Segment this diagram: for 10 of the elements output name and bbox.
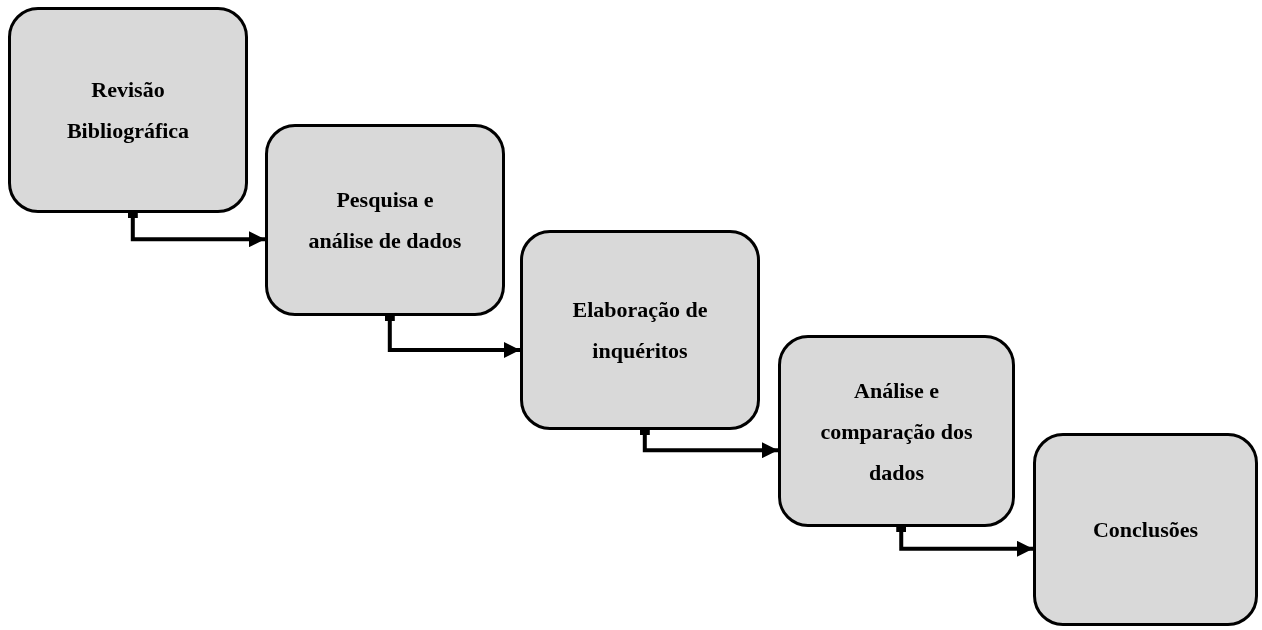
process-box [778, 335, 1015, 527]
process-box [265, 124, 505, 316]
step-label: Pesquisa e análise de dados [307, 186, 463, 255]
process-box [520, 230, 760, 430]
step-label: Revisão Bibliográfica [65, 76, 191, 145]
process-box [8, 7, 248, 213]
process-box [1033, 433, 1258, 626]
step-label: Análise e comparação dos dados [819, 376, 974, 487]
step-label: Conclusões [1092, 516, 1199, 544]
step-label: Elaboração de inquéritos [571, 296, 709, 365]
